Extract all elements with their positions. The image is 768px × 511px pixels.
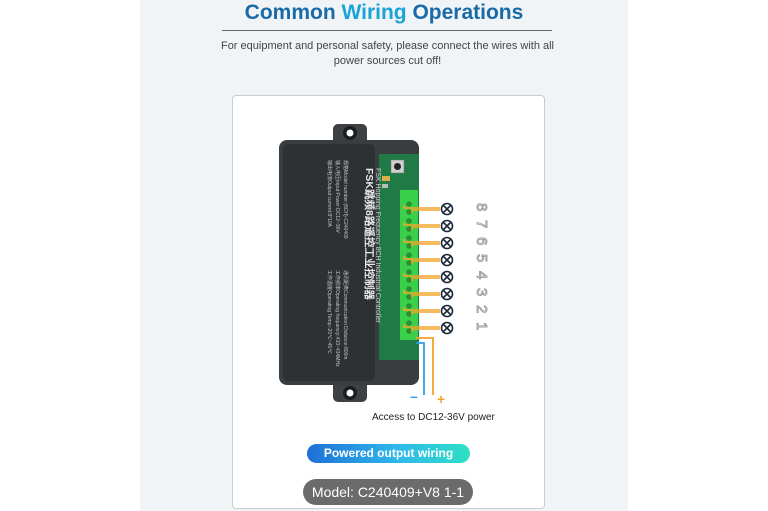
terminal-screw — [406, 218, 412, 224]
page-title: Common Wiring Operations — [0, 0, 768, 26]
terminal-number: 1 — [473, 322, 490, 330]
output-wire — [403, 307, 440, 311]
output-terminal-marker — [440, 287, 454, 301]
terminal-screw — [406, 252, 412, 258]
output-wire — [411, 277, 440, 281]
x-marker-cross — [442, 255, 452, 265]
terminal-screw — [406, 260, 412, 266]
output-terminal-marker — [440, 202, 454, 216]
negative-lead — [416, 342, 425, 395]
output-terminal-marker — [440, 321, 454, 335]
terminal-number: 3 — [473, 288, 490, 296]
device-spec-line: 通讯距离Communication Distance:800m — [342, 270, 349, 359]
output-wire — [411, 243, 440, 247]
terminal-screw — [406, 209, 412, 215]
output-wire — [403, 273, 440, 277]
mounting-ear-bottom — [333, 380, 367, 402]
output-wire — [403, 205, 440, 209]
title-part-2: Wiring — [341, 1, 407, 24]
output-wire — [403, 256, 440, 260]
x-marker-cross — [442, 323, 452, 333]
output-wire — [411, 294, 440, 298]
enclosure-panel — [283, 144, 375, 381]
terminal-screw — [406, 328, 412, 334]
terminal-screw — [406, 311, 412, 317]
output-wire — [403, 222, 440, 226]
terminal-screw — [406, 277, 412, 283]
device-en-label: FSK Hopping Frequency 8CH Industrial Con… — [374, 168, 381, 324]
output-wire — [411, 328, 440, 332]
terminal-screw — [406, 303, 412, 309]
title-divider — [222, 30, 552, 31]
minus-symbol: – — [410, 388, 418, 404]
terminal-screw — [406, 201, 412, 207]
device-cn-label: FSK跳频8路遥控工业控制器 — [363, 168, 376, 300]
device-label-group: FSK跳频8路遥控工业控制器 FSK Hopping Frequency 8CH… — [363, 168, 381, 324]
device-spec-line: 输出电流Output current:8*10A — [326, 160, 333, 228]
output-wire — [403, 324, 440, 328]
terminal-screw — [406, 235, 412, 241]
device-spec-line: 输入电压Input Power:DC12~36V — [334, 160, 341, 233]
title-part-3: Operations — [406, 1, 524, 24]
output-wire — [411, 209, 440, 213]
x-marker-cross — [442, 289, 452, 299]
output-wire — [403, 239, 440, 243]
output-terminal-marker — [440, 304, 454, 318]
x-marker-cross — [442, 238, 452, 248]
safety-notice: For equipment and personal safety, pleas… — [220, 40, 555, 67]
pairing-button-cap — [394, 163, 401, 170]
power-access-caption: Access to DC12-36V power — [372, 412, 495, 423]
output-terminal-marker — [440, 253, 454, 267]
output-wires: 8 7 6 5 4 3 2 1 — [403, 202, 490, 335]
output-wire — [411, 226, 440, 230]
title-part-1: Common — [244, 1, 342, 24]
x-marker-cross — [442, 221, 452, 231]
output-wire — [411, 260, 440, 264]
output-wire — [403, 290, 440, 294]
model-label: Model: C240409+V8 1-1 — [303, 479, 473, 505]
terminal-number: 8 — [473, 203, 490, 211]
terminal-number: 5 — [473, 254, 490, 262]
terminal-screw — [406, 269, 412, 275]
terminal-screw — [406, 243, 412, 249]
terminal-screw — [406, 320, 412, 326]
output-terminal-marker — [440, 219, 454, 233]
device-spec-line: 工作频率Operating frequency:433~434MHz — [334, 270, 341, 367]
pcb-component — [382, 184, 388, 188]
pcb-component — [382, 176, 390, 181]
x-marker-cross — [442, 204, 452, 214]
terminal-number: 2 — [473, 305, 490, 313]
terminal-number: 4 — [473, 271, 490, 279]
powered-output-badge: Powered output wiring — [307, 444, 470, 463]
plus-symbol: + — [437, 391, 445, 407]
output-wire — [411, 311, 440, 315]
device-spec-line: 规格Model number:(8CH)-C240409 — [342, 160, 349, 239]
x-marker-cross — [442, 306, 452, 316]
device-spec-line: 工作温度Operating Temp:-20℃~45℃ — [326, 270, 333, 354]
x-marker-cross — [442, 272, 452, 282]
terminal-screws — [406, 201, 412, 334]
output-terminal-marker — [440, 236, 454, 250]
output-terminal-marker — [440, 270, 454, 284]
terminal-screw — [406, 294, 412, 300]
terminal-screw — [406, 286, 412, 292]
terminal-number: 6 — [473, 237, 490, 245]
terminal-number: 7 — [473, 220, 490, 228]
positive-lead — [416, 337, 434, 395]
terminal-screw — [406, 226, 412, 232]
